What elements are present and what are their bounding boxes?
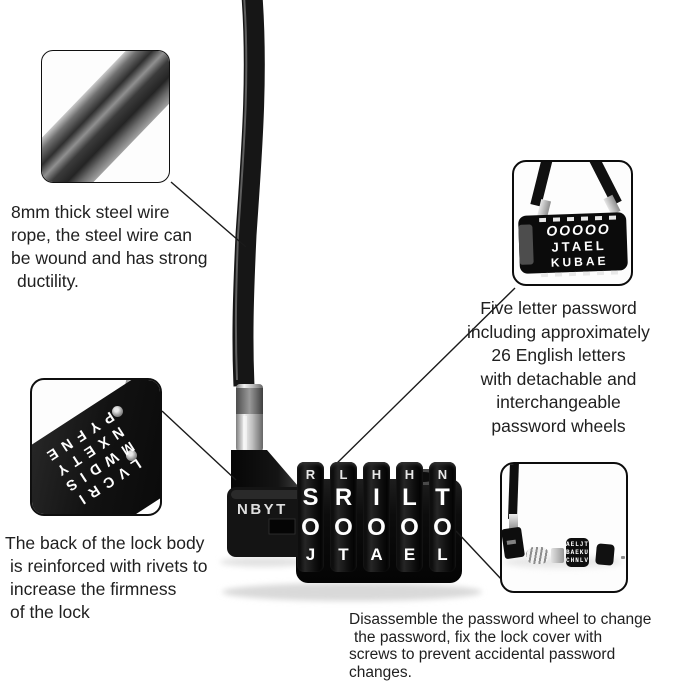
annotation-line: ductility.: [17, 271, 79, 291]
inset-ferrule: [509, 514, 518, 530]
inset-head-label: [506, 539, 517, 545]
annotation-line: be wound and has strong: [11, 248, 208, 268]
wheel-letter: O: [334, 514, 353, 541]
wheel-letter: L: [402, 484, 417, 511]
annotation-line: the password, fix the lock cover with: [354, 628, 603, 646]
inset-lock-body: OOOOO JTAEL KUBAE: [518, 212, 628, 278]
annotation-line: is reinforced with rivets to: [10, 556, 208, 576]
rivet-icon: [126, 450, 137, 461]
wheel-letter: A: [370, 545, 383, 564]
annotation-back: The back of the lock body is reinforced …: [5, 532, 265, 624]
wheel-row: CHNLV: [566, 557, 590, 564]
annotation-line: Disassemble the password wheel to change: [349, 611, 652, 628]
inset-wheel-rows: OOOOO JTAEL KUBAE: [533, 213, 625, 278]
annotation-line: 26 English letters: [491, 345, 626, 365]
annotation-line: with detachable and: [480, 368, 637, 389]
inset-end-cap: [595, 543, 615, 566]
inset-metal-sleeve: [551, 548, 564, 563]
wheel-letter: H: [404, 467, 415, 482]
wheel-letter: R: [334, 484, 353, 511]
wheel-row: BAEKU: [566, 549, 590, 556]
callout-line-disassemble: [455, 530, 503, 581]
inset-lock-back: PYFNE NXETY MWDIS LVCRI: [30, 378, 162, 516]
wheel-letter: T: [338, 545, 349, 564]
inset-password-wheels: OOOOO JTAEL KUBAE: [512, 160, 633, 286]
callout-line-back: [161, 410, 237, 481]
wheel-letter: I: [373, 484, 380, 511]
ferrule-knurl: [236, 388, 263, 414]
annotation-password: Five letter password including approxima…: [438, 297, 679, 438]
annotation-line: increase the firmness: [10, 579, 177, 599]
wheel-letter: R: [305, 467, 316, 482]
annotation-line: interchangeable: [496, 392, 621, 412]
wheel-letter: L: [339, 467, 348, 482]
wheel-letter: O: [400, 514, 419, 541]
annotation-wire: 8mm thick steel wire rope, the steel wir…: [11, 201, 261, 293]
lock-shadow: [222, 583, 482, 601]
wheel-tick-row: [541, 270, 620, 278]
callout-line-wire: [170, 181, 247, 248]
wheel-letter: O: [433, 514, 452, 541]
annotation-line: including approximately: [467, 321, 650, 342]
wheel-row: KUBAE: [550, 253, 609, 270]
body-gloss: [231, 490, 313, 499]
spring-icon: [526, 547, 549, 564]
inset-lock-endcap: [518, 224, 534, 265]
inset-cable: [507, 464, 520, 520]
steel-wire-zoom: [42, 51, 169, 182]
wheel-letter: O: [367, 514, 386, 541]
wheel-row: AELJT: [566, 541, 590, 548]
rivet-icon: [112, 406, 123, 417]
wheel-letter: L: [437, 545, 448, 564]
screw-icon: [621, 556, 625, 559]
inset-lock-head: [502, 526, 525, 560]
wheel-letter: J: [305, 545, 316, 564]
annotation-line: of the lock: [10, 602, 90, 622]
wheel-letter: H: [371, 467, 382, 482]
wheel-letter: O: [301, 514, 320, 541]
callout-line-password: [331, 287, 516, 469]
body-latch: [268, 518, 296, 535]
annotation-line: The back of the lock body: [5, 533, 205, 553]
wheel-letter: N: [437, 467, 448, 482]
lock-shadow-left: [220, 557, 308, 567]
annotation-line: password wheels: [491, 415, 626, 436]
wheel-row: OOOOO: [546, 220, 612, 239]
annotation-line: screws to prevent accidental password: [349, 646, 616, 663]
cable-highlight: [234, 0, 248, 381]
wheel-letter: S: [302, 484, 319, 511]
annotation-line: 8mm thick steel wire: [11, 202, 170, 222]
annotation-disassemble: Disassemble the password wheel to change…: [349, 611, 679, 681]
annotation-line: Five letter password: [480, 298, 637, 318]
inset-disassembled: AELJT BAEKU CHNLV: [500, 462, 628, 593]
wheel-letter: E: [403, 545, 416, 564]
brand-label: NBYT: [237, 501, 288, 518]
ferrule-shine: [243, 416, 247, 450]
inset-wire-closeup: [41, 50, 170, 183]
steel-cable: [232, 0, 265, 387]
annotation-line: rope, the steel wire can: [11, 225, 192, 245]
wheel-letter: T: [435, 484, 450, 511]
annotation-line: changes.: [349, 663, 412, 681]
inset-letter-wheel: AELJT BAEKU CHNLV: [566, 538, 589, 567]
